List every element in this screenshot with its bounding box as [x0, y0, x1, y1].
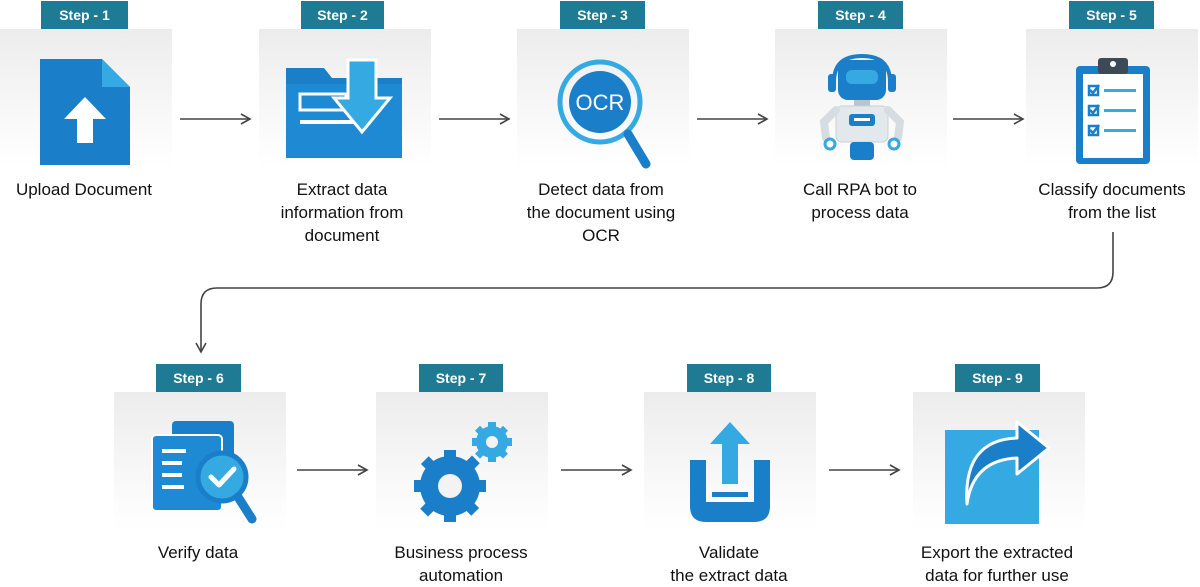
- step-3-label: Detect data from the document using OCR: [526, 180, 676, 245]
- gears-icon: [414, 422, 512, 522]
- step-8-label: Validate the extract data: [670, 543, 788, 585]
- ocr-magnifier-icon: OCR: [557, 59, 651, 169]
- step-5-label: Classify documents from the list: [1038, 180, 1186, 222]
- step-7-label: Business process automation: [394, 543, 528, 585]
- arrow-5-6: [195, 232, 1114, 354]
- verify-documents-icon: [151, 421, 257, 524]
- export-share-icon: [945, 420, 1051, 524]
- step-2-badge: Step - 2: [301, 1, 384, 29]
- tray-upload-icon: [690, 422, 770, 522]
- robot-icon: [819, 53, 905, 160]
- ocr-icon-text: OCR: [576, 90, 625, 115]
- clipboard-checklist-icon: [1076, 58, 1150, 164]
- step-4-badge: Step - 4: [818, 1, 903, 29]
- step-1-label: Upload Document: [15, 180, 153, 199]
- step-9-label: Export the extracted data for further us…: [920, 543, 1074, 585]
- step-2-label: Extract data information from document: [280, 180, 404, 245]
- step-3-badge: Step - 3: [560, 1, 645, 29]
- upload-document-icon: [40, 59, 130, 165]
- step-6-badge: Step - 6: [156, 364, 241, 392]
- step-5-badge: Step - 5: [1069, 1, 1154, 29]
- step-1-badge: Step - 1: [41, 1, 128, 29]
- step-4-label: Call RPA bot to process data: [802, 180, 918, 222]
- step-6-label: Verify data: [157, 543, 239, 562]
- step-7-badge: Step - 7: [419, 364, 503, 392]
- step-8-badge: Step - 8: [687, 364, 771, 392]
- folder-download-icon: [286, 58, 402, 158]
- step-9-badge: Step - 9: [955, 364, 1040, 392]
